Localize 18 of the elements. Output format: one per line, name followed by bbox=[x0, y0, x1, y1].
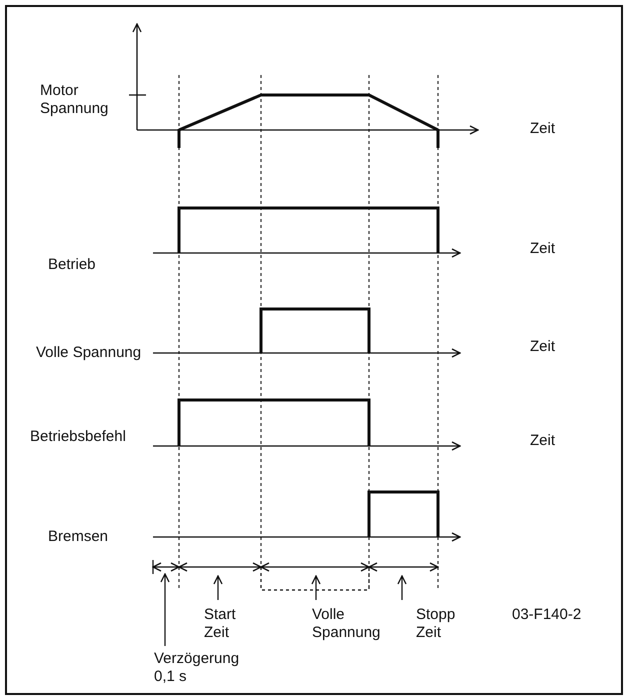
leader-line bbox=[160, 573, 170, 646]
interval-label: Volle Spannung bbox=[312, 606, 392, 642]
axis-label: Zeit bbox=[530, 338, 556, 356]
signal-label: Betriebsbefehl bbox=[30, 428, 126, 446]
leader-line bbox=[397, 575, 407, 600]
figure-code: 03-F140-2 bbox=[512, 606, 582, 624]
signal-label: Bremsen bbox=[48, 528, 108, 546]
interval-label: Stopp Zeit bbox=[416, 606, 466, 642]
leader-line bbox=[311, 575, 321, 600]
signal-label: Volle Spannung bbox=[36, 344, 142, 362]
axis-label: Zeit bbox=[530, 120, 556, 138]
axis-label: Zeit bbox=[530, 432, 556, 450]
signal-label: Betrieb bbox=[48, 256, 96, 274]
axis-label: Zeit bbox=[530, 240, 556, 258]
interval-label: Start Zeit bbox=[204, 606, 254, 642]
leader-line bbox=[213, 575, 223, 600]
axis-label: Motor Spannung bbox=[40, 82, 110, 118]
interval-label: Verzögerung 0,1 s bbox=[154, 650, 249, 686]
